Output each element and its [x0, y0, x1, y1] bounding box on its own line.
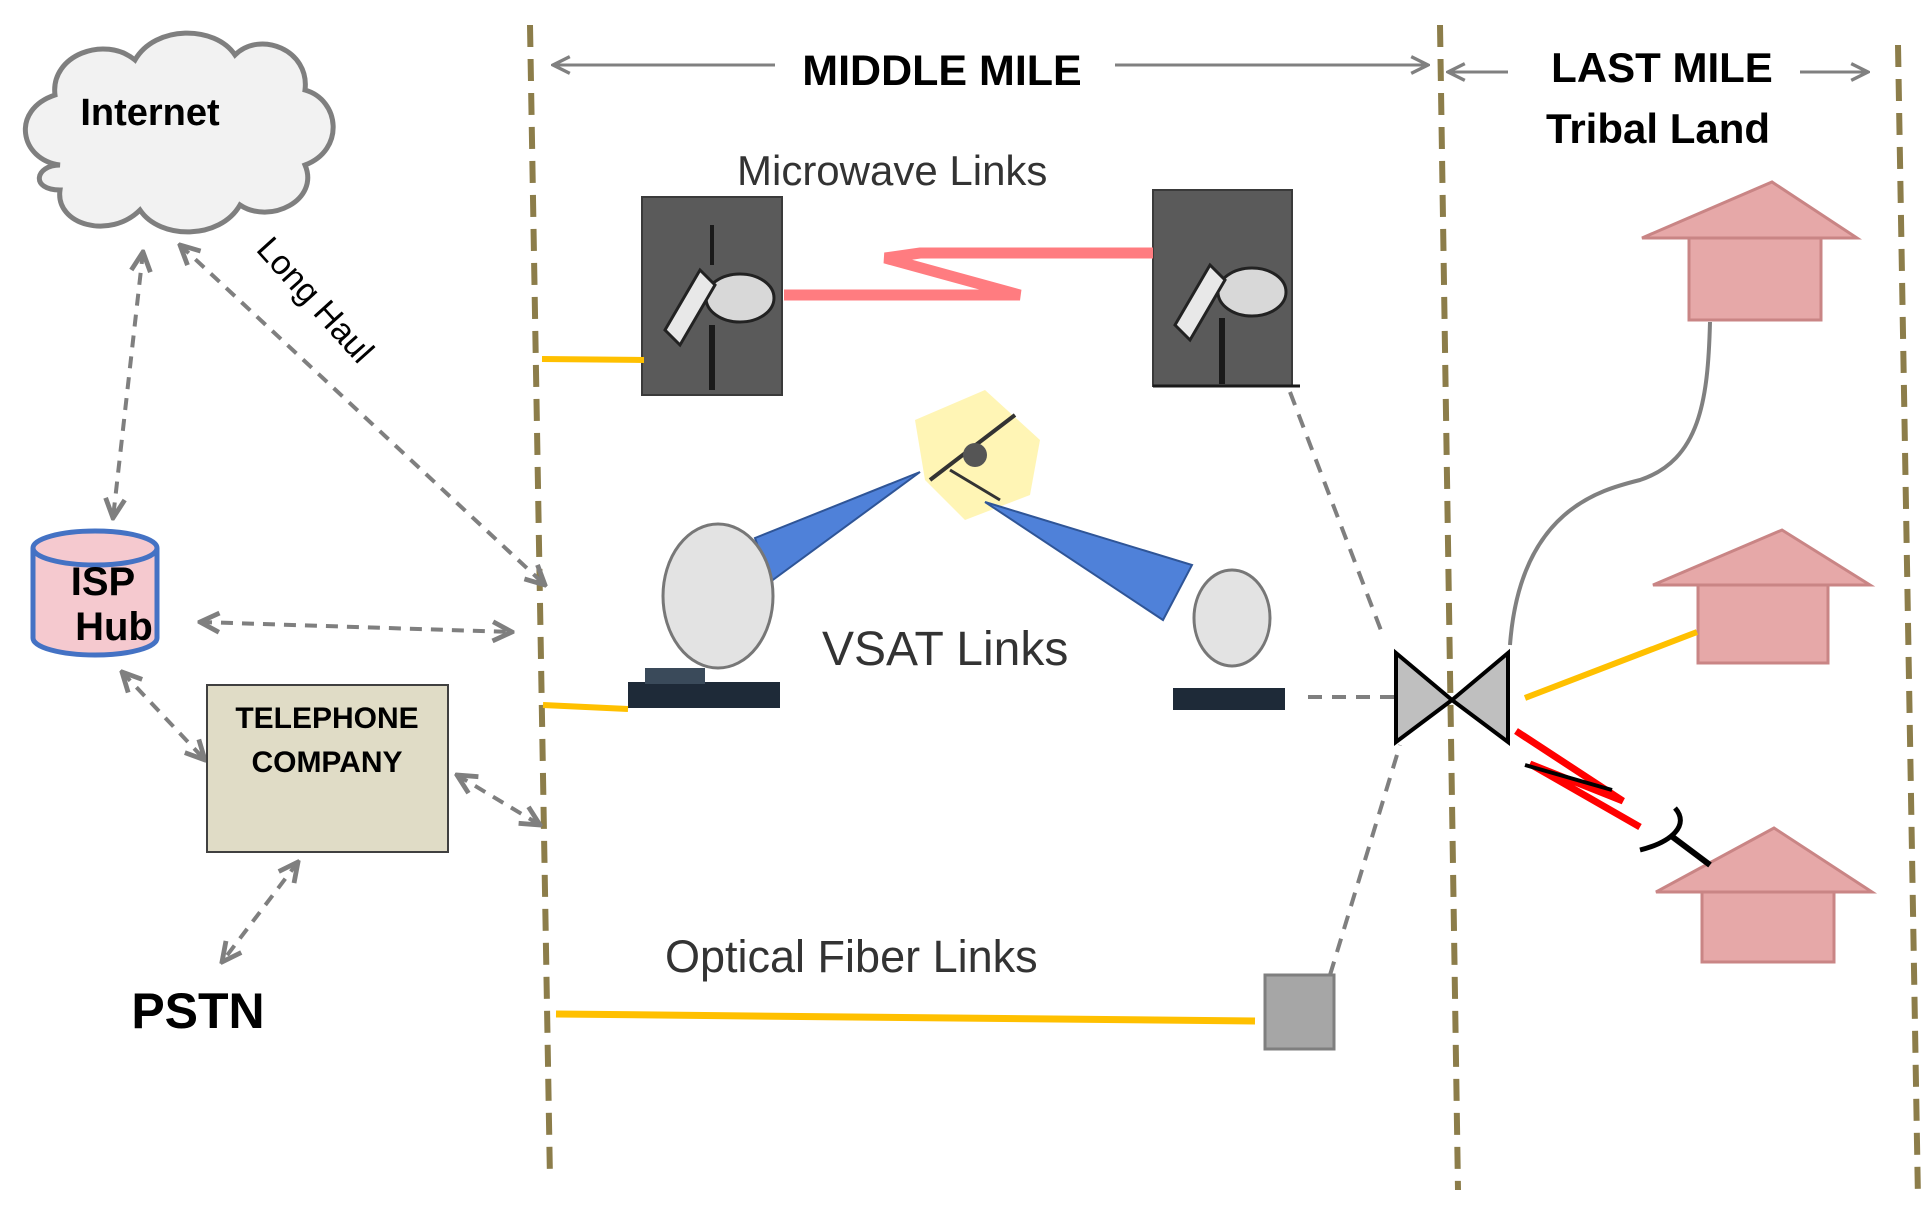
house-middle — [1652, 528, 1876, 665]
microwave-hub-link — [1288, 391, 1384, 634]
microwave-feed-line — [541, 356, 645, 363]
microwave-beam — [784, 247, 1153, 301]
optical-fiber-links-label: Optical Fiber Links — [665, 931, 1038, 982]
microwave-tower-left — [641, 196, 783, 396]
bottom-house-antenna-icon — [1639, 806, 1683, 853]
isp-hub: ISP Hub — [30, 528, 160, 658]
vsat-dish-right — [1173, 568, 1285, 710]
isp-middle-mile-arrow — [200, 622, 512, 632]
tribal-land-label: Tribal Land — [1546, 105, 1770, 152]
microwave-tower-right — [1152, 189, 1300, 388]
fiber-feed-line — [555, 1010, 1256, 1025]
telephone-company-line1: TELEPHONE — [235, 702, 418, 735]
divider-right — [1895, 44, 1921, 1201]
vsat-links-label: VSAT Links — [822, 623, 1068, 676]
distribution-hub — [1394, 648, 1510, 746]
vsat-beam-left — [753, 471, 921, 584]
house-top — [1641, 180, 1863, 322]
telephone-middle-mile-arrow — [457, 775, 540, 825]
long-haul-label: Long Haul — [249, 230, 381, 371]
vsat-beam-right — [984, 501, 1194, 622]
divider-left — [527, 24, 553, 1181]
isp-hub-line1: ISP — [71, 560, 135, 604]
internet-cloud: Internet — [23, 30, 336, 235]
telephone-company-line2: COMPANY — [251, 746, 402, 779]
pstn-label: PSTN — [131, 983, 264, 1039]
wireless-link-to-bottom-house — [1514, 728, 1642, 831]
divider-middle — [1437, 24, 1461, 1191]
fiber-hub-link — [1328, 744, 1402, 976]
long-haul-arrow — [180, 245, 545, 585]
vsat-feed-line — [542, 702, 629, 712]
middle-mile-label: MIDDLE MILE — [802, 47, 1081, 95]
bottom-house-antenna-mast — [1668, 832, 1712, 868]
last-mile-label: LAST MILE — [1551, 44, 1773, 91]
wireless-link-black-segment — [1524, 763, 1613, 792]
internet-label: Internet — [80, 92, 220, 134]
microwave-links-label: Microwave Links — [737, 147, 1047, 194]
satellite-icon — [915, 390, 1040, 520]
fiber-terminal-box — [1263, 973, 1336, 1051]
telephone-pstn-arrow — [222, 862, 298, 962]
vsat-dish-left — [628, 522, 780, 708]
internet-isp-arrow — [113, 252, 143, 518]
fiber-line-to-middle-house — [1523, 629, 1699, 701]
house-bottom — [1655, 826, 1878, 964]
copper-line-to-top-house — [1508, 321, 1712, 646]
isp-hub-line2: Hub — [75, 605, 153, 649]
telephone-company-box: TELEPHONE COMPANY — [206, 684, 449, 853]
isp-telephone-arrow — [122, 672, 205, 760]
